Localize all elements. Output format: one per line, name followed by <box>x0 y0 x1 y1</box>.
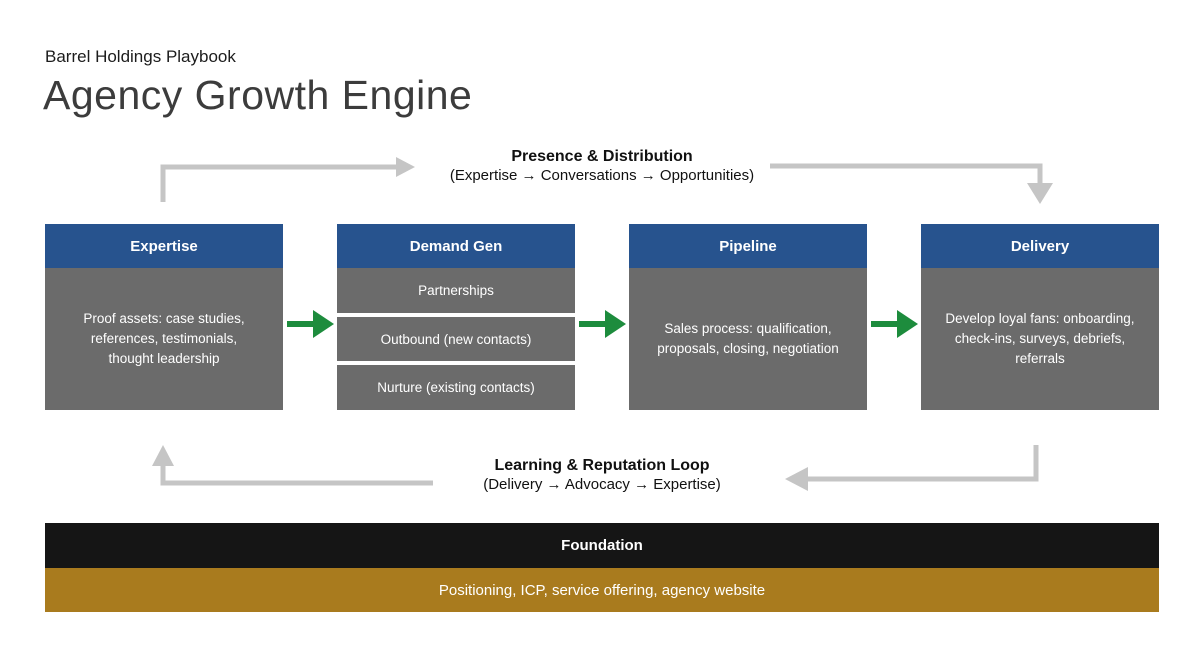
top-loop-subtitle: (Expertise → Conversations → Opportuniti… <box>449 167 755 184</box>
stage-pipeline: Pipeline Sales process: qualification, p… <box>629 224 867 410</box>
foundation-header: Foundation <box>45 523 1159 568</box>
stage-demand-gen-title: Demand Gen <box>409 237 503 255</box>
top-loop-title: Presence & Distribution <box>511 148 693 165</box>
top-loop-label: Presence & Distribution (Expertise → Con… <box>392 147 812 186</box>
bottom-loop-title: Learning & Reputation Loop <box>494 457 710 474</box>
playbook-kicker: Barrel Holdings Playbook <box>45 47 236 66</box>
stage-delivery-header: Delivery <box>921 224 1159 268</box>
stage-body-line: referrals <box>1015 351 1065 366</box>
stage-expertise-title: Expertise <box>130 237 198 255</box>
stage-body-line: proposals, closing, negotiation <box>657 341 839 356</box>
page-title: Agency Growth Engine <box>43 72 473 118</box>
stage-demand-gen: Demand Gen Partnerships Outbound (new co… <box>337 224 575 411</box>
stage-pipeline-body: Sales process: qualification, proposals,… <box>629 268 867 410</box>
stage-body-line: references, testimonials, <box>90 331 238 346</box>
flow-arrow-icon <box>579 310 626 338</box>
bottom-loop-subtitle: (Delivery → Advocacy → Expertise) <box>483 476 721 493</box>
bottom-loop-label: Learning & Reputation Loop (Delivery → A… <box>392 456 812 495</box>
loop-arrow-top-left-icon <box>160 157 415 202</box>
foundation-body: Positioning, ICP, service offering, agen… <box>45 568 1159 612</box>
stage-body-line: thought leadership <box>108 351 220 366</box>
loop-arrow-bottom-right-icon <box>785 445 1039 491</box>
stage-pipeline-header: Pipeline <box>629 224 867 268</box>
stage-delivery-body: Develop loyal fans: onboarding, check-in… <box>921 268 1159 410</box>
loop-arrow-bottom-left-icon <box>152 445 433 486</box>
stage-demand-gen-header: Demand Gen <box>337 224 575 268</box>
stage-subitem-partnerships: Partnerships <box>337 268 575 313</box>
stage-body-line: Proof assets: case studies, <box>83 311 245 326</box>
stage-body-line: check-ins, surveys, debriefs, <box>954 331 1126 346</box>
stage-body-line: Develop loyal fans: onboarding, <box>945 311 1135 326</box>
foundation-title: Foundation <box>561 537 643 554</box>
flow-arrow-icon <box>871 310 918 338</box>
loop-arrow-top-right-icon <box>770 163 1053 204</box>
stage-body-line: Sales process: qualification, <box>664 321 832 336</box>
stage-delivery: Delivery Develop loyal fans: onboarding,… <box>921 224 1159 410</box>
stage-subitem-outbound: Outbound (new contacts) <box>337 316 575 362</box>
foundation-body-text: Positioning, ICP, service offering, agen… <box>438 581 766 599</box>
stage-delivery-title: Delivery <box>1010 237 1070 255</box>
stage-expertise: Expertise Proof assets: case studies, re… <box>45 224 283 410</box>
stage-subitem-nurture: Nurture (existing contacts) <box>337 365 575 411</box>
stage-demand-gen-items: Partnerships Outbound (new contacts) Nur… <box>337 268 575 411</box>
stage-expertise-body: Proof assets: case studies, references, … <box>45 268 283 410</box>
stage-pipeline-title: Pipeline <box>719 237 777 255</box>
flow-arrow-icon <box>287 310 334 338</box>
stage-expertise-header: Expertise <box>45 224 283 268</box>
